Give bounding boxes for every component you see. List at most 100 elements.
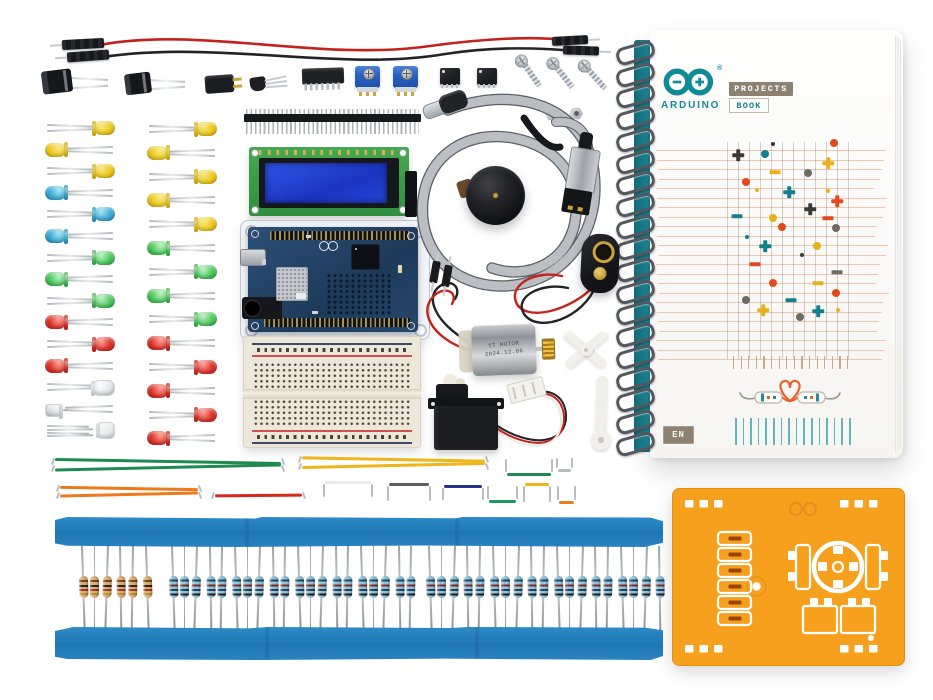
wire-leg [557, 486, 559, 500]
pattern-vline [771, 142, 772, 359]
pattern-marker [804, 203, 816, 215]
tick-tan [809, 356, 811, 369]
pattern-vline [738, 142, 739, 359]
resistor [565, 546, 575, 630]
tick-tan [824, 356, 826, 369]
pattern-vline [826, 142, 827, 359]
pattern-marker [757, 304, 769, 316]
potentiometer-pin [373, 92, 376, 96]
resistor-body [90, 576, 100, 598]
tick-teal [742, 418, 745, 445]
pattern-hline [658, 359, 882, 361]
pattern-marker [732, 149, 744, 161]
pattern-marker [769, 279, 777, 287]
pattern-hline [656, 226, 877, 228]
servo-idler-gear [456, 378, 465, 387]
motor-pinion-gear [541, 338, 556, 360]
tape-seam [475, 627, 479, 660]
wire-leg [505, 459, 507, 472]
motor-body: TT MOTOR 2024.12.06 [471, 323, 537, 377]
horn-hub [579, 343, 593, 356]
jumper-wire-gray-bridge [387, 483, 431, 502]
pattern-marker [830, 139, 838, 147]
pattern-marker [832, 289, 840, 297]
tick-teal [841, 418, 843, 445]
servo-horn-cross [556, 324, 616, 376]
tick-tan [755, 356, 758, 369]
wire-bar [301, 456, 486, 463]
wire-leg [442, 488, 444, 500]
tick-teal [788, 418, 790, 445]
center-channel [243, 389, 421, 399]
tick-teal [818, 418, 821, 445]
wire-bar [389, 483, 429, 486]
led-green [45, 250, 115, 266]
piezo-buzzer [466, 166, 525, 225]
board-mount-hole [407, 232, 415, 240]
resistor-body [565, 576, 575, 598]
wire-end [484, 462, 490, 471]
pattern-marker [778, 223, 786, 231]
battery-clip [579, 233, 621, 294]
tape-seam [265, 627, 269, 660]
pattern-marker [761, 150, 769, 158]
board-header-top [270, 231, 410, 240]
resistor [629, 546, 639, 630]
terminal-grid-top [253, 362, 411, 389]
led-yellow [45, 120, 115, 136]
optocoupler-ic [477, 68, 497, 88]
tick-tan [763, 356, 765, 369]
pattern-marker [796, 313, 804, 321]
smd-component [312, 311, 318, 314]
pattern-marker [822, 157, 834, 169]
header-plastic-bar [244, 114, 421, 122]
tick-tan [831, 356, 834, 369]
pattern-vline [837, 142, 838, 359]
potentiometer-base [395, 87, 416, 92]
tick-tan [771, 356, 773, 369]
led-clear [45, 379, 115, 397]
servo-mount-flange [428, 398, 504, 409]
tick-tan [839, 356, 841, 369]
wire-bar [525, 483, 549, 486]
etched-arduino-logo [789, 502, 817, 516]
servo-motor [428, 372, 508, 450]
pattern-vline [804, 142, 805, 359]
pattern-marker [813, 242, 821, 250]
led-blue [45, 206, 115, 222]
tick-tan [778, 356, 780, 369]
cover-pattern-markers [650, 30, 903, 458]
pattern-vline [793, 142, 794, 359]
tick-teal [780, 418, 783, 445]
pattern-hline [657, 159, 884, 161]
led-red [147, 407, 217, 423]
smd-component [398, 265, 402, 273]
resistor [243, 546, 253, 630]
tick-teal [803, 418, 805, 445]
resistor [501, 546, 511, 630]
microcontroller-chip [352, 245, 379, 269]
pattern-hline [656, 150, 886, 152]
pattern-hline [658, 283, 876, 285]
pattern-marker [812, 281, 824, 285]
resistor [180, 546, 190, 630]
pattern-hline [659, 254, 886, 256]
pattern-hline [659, 178, 880, 180]
led-body [94, 121, 115, 135]
pattern-hline [656, 302, 883, 304]
pattern-hline [657, 349, 884, 351]
language-badge: EN [663, 426, 694, 444]
wire-leg [523, 486, 525, 502]
led-body [94, 293, 115, 308]
pattern-marker [831, 195, 843, 207]
pattern-marker [769, 214, 777, 222]
rail-holes-top [257, 347, 407, 352]
book-badge: BOOK [729, 98, 769, 113]
jumper-wire-bare-small [556, 458, 573, 472]
tick-tan [733, 356, 735, 369]
board-mount-hole [251, 322, 259, 330]
